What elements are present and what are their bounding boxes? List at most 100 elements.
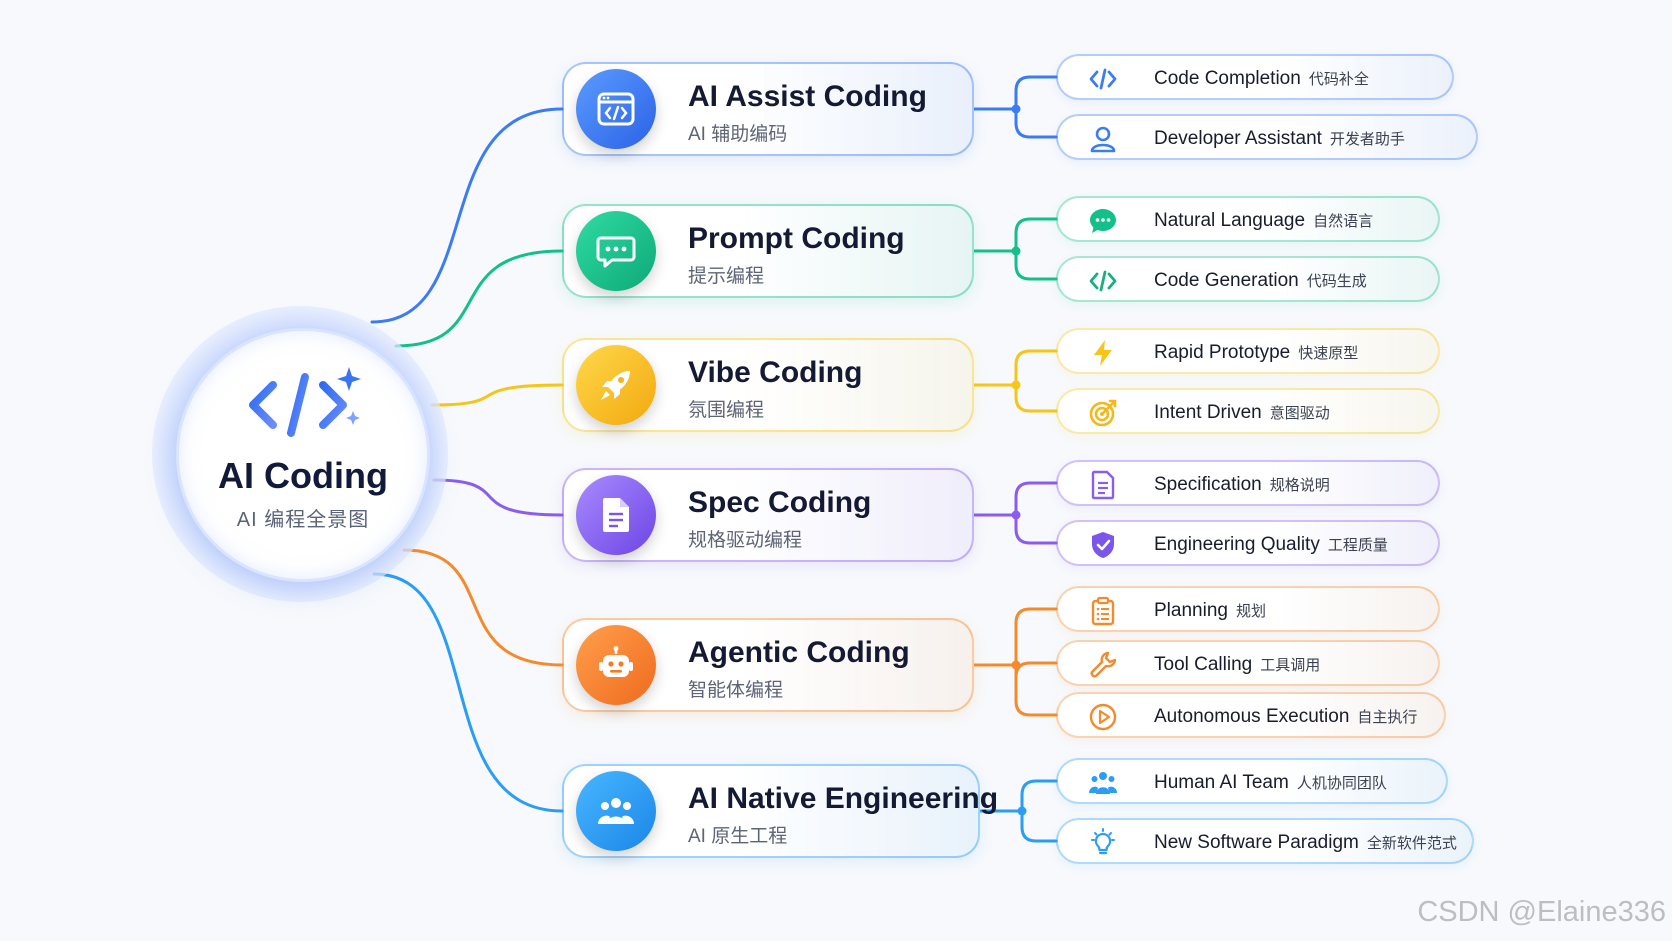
category-ai-native-engineering[interactable]: AI Native Engineering AI 原生工程	[562, 764, 998, 858]
rocket-icon	[576, 345, 656, 425]
junction-dot	[1011, 380, 1021, 390]
leaf-label-cn: 意图驱动	[1269, 405, 1330, 422]
leaf-label: Developer Assistant	[1154, 128, 1322, 149]
code-brackets-icon	[1089, 68, 1117, 90]
leaf-line	[1014, 661, 1058, 678]
leaf-label: Rapid Prototype	[1154, 342, 1291, 363]
category-vibe-coding[interactable]: Vibe Coding 氛围编程	[562, 338, 974, 432]
lightning-icon	[1094, 340, 1112, 366]
leaf-line	[1014, 481, 1058, 517]
category-prompt-coding[interactable]: Prompt Coding 提示编程	[562, 204, 974, 298]
team-icon	[576, 771, 656, 851]
watermark: CSDN @Elaine336	[1417, 896, 1666, 928]
branch-line	[430, 383, 564, 407]
leaf-label: Engineering Quality	[1154, 534, 1320, 555]
leaf-label-cn: 快速原型	[1298, 345, 1359, 362]
code-window-icon	[576, 69, 656, 149]
center-title: AI Coding	[218, 455, 388, 496]
leaf-label: Natural Language	[1154, 210, 1306, 231]
leaf-rapid-prototype[interactable]: Rapid Prototype 快速原型	[1056, 328, 1440, 374]
category-title: AI Assist Coding	[688, 80, 927, 113]
junction-dot	[1011, 660, 1021, 670]
code-brackets-icon	[1089, 270, 1117, 292]
leaf-label: Planning	[1154, 600, 1228, 621]
wrench-icon	[1090, 651, 1117, 678]
leaf-label: Intent Driven	[1154, 402, 1262, 423]
center-node: AI Coding AI 编程全景图	[176, 328, 430, 582]
category-subtitle: 智能体编程	[688, 680, 784, 701]
category-subtitle: 提示编程	[688, 266, 765, 287]
leaf-planning[interactable]: Planning 规划	[1056, 586, 1440, 632]
leaf-label-cn: 代码生成	[1306, 273, 1367, 290]
category-spec-coding[interactable]: Spec Coding 规格驱动编程	[562, 468, 974, 562]
leaf-line	[1014, 607, 1058, 667]
leaf-line	[1014, 249, 1058, 281]
code-sparkle-icon	[249, 367, 361, 437]
leaf-label-cn: 自主执行	[1357, 709, 1418, 726]
leaf-engineering-quality[interactable]: Engineering Quality 工程质量	[1056, 520, 1440, 566]
leaf-line	[1014, 75, 1058, 111]
category-title: Prompt Coding	[688, 222, 905, 255]
shield-check-icon	[1092, 532, 1114, 558]
branch-line	[432, 478, 564, 517]
document-icon	[576, 475, 656, 555]
leaf-label-cn: 全新软件范式	[1366, 835, 1457, 852]
leaf-line	[1020, 779, 1058, 813]
junction-dot	[1011, 104, 1021, 114]
leaf-label-cn: 规划	[1235, 603, 1266, 620]
leaf-label-cn: 代码补全	[1308, 71, 1369, 88]
leaf-label-cn: 规格说明	[1269, 477, 1330, 494]
branch-line	[402, 548, 564, 667]
category-ai-assist-coding[interactable]: AI Assist Coding AI 辅助编码	[562, 62, 974, 156]
leaf-label-cn: 工程质量	[1327, 537, 1388, 554]
team-icon	[1089, 772, 1117, 794]
spec-doc-icon	[1091, 470, 1115, 500]
leaf-code-completion[interactable]: Code Completion 代码补全	[1056, 54, 1454, 100]
category-title: Agentic Coding	[688, 636, 910, 669]
leaf-developer-assistant[interactable]: Developer Assistant 开发者助手	[1056, 114, 1478, 160]
category-subtitle: AI 原生工程	[688, 826, 788, 847]
leaf-line	[1014, 513, 1058, 545]
leaf-new-software-paradigm[interactable]: New Software Paradigm 全新软件范式	[1056, 818, 1474, 864]
category-title: AI Native Engineering	[688, 782, 999, 815]
junction-dot	[1017, 806, 1027, 816]
category-title: Spec Coding	[688, 486, 872, 519]
branch-line	[372, 572, 564, 813]
category-subtitle: 氛围编程	[688, 400, 765, 421]
category-subtitle: 规格驱动编程	[688, 530, 803, 551]
branch-line	[370, 107, 564, 324]
category-agentic-coding[interactable]: Agentic Coding 智能体编程	[562, 618, 974, 712]
category-title: Vibe Coding	[688, 356, 863, 389]
leaf-label: New Software Paradigm	[1154, 832, 1359, 853]
branch-line	[394, 249, 564, 348]
robot-icon	[576, 625, 656, 705]
leaf-label-cn: 开发者助手	[1329, 131, 1405, 148]
leaf-line	[1014, 107, 1058, 139]
leaf-tool-calling[interactable]: Tool Calling 工具调用	[1056, 640, 1440, 686]
leaf-label: Code Generation	[1154, 270, 1299, 291]
leaf-line	[1014, 349, 1058, 387]
leaf-line	[1014, 217, 1058, 253]
clipboard-icon	[1091, 596, 1115, 626]
leaf-line	[1020, 809, 1058, 843]
target-icon	[1089, 399, 1117, 427]
play-circle-icon	[1089, 703, 1117, 731]
user-icon	[1090, 126, 1116, 153]
leaf-label: Tool Calling	[1154, 654, 1253, 675]
lightbulb-icon	[1091, 828, 1115, 855]
leaf-line	[1014, 663, 1058, 717]
leaf-label: Code Completion	[1154, 68, 1301, 89]
chat-icon	[1090, 209, 1116, 233]
category-subtitle: AI 辅助编码	[688, 124, 788, 145]
leaf-code-generation[interactable]: Code Generation 代码生成	[1056, 256, 1440, 302]
leaf-label-cn: 工具调用	[1260, 657, 1321, 674]
leaf-intent-driven[interactable]: Intent Driven 意图驱动	[1056, 388, 1440, 434]
chat-bubble-icon	[576, 211, 656, 291]
junction-dot	[1011, 510, 1021, 520]
junction-dot	[1011, 246, 1021, 256]
